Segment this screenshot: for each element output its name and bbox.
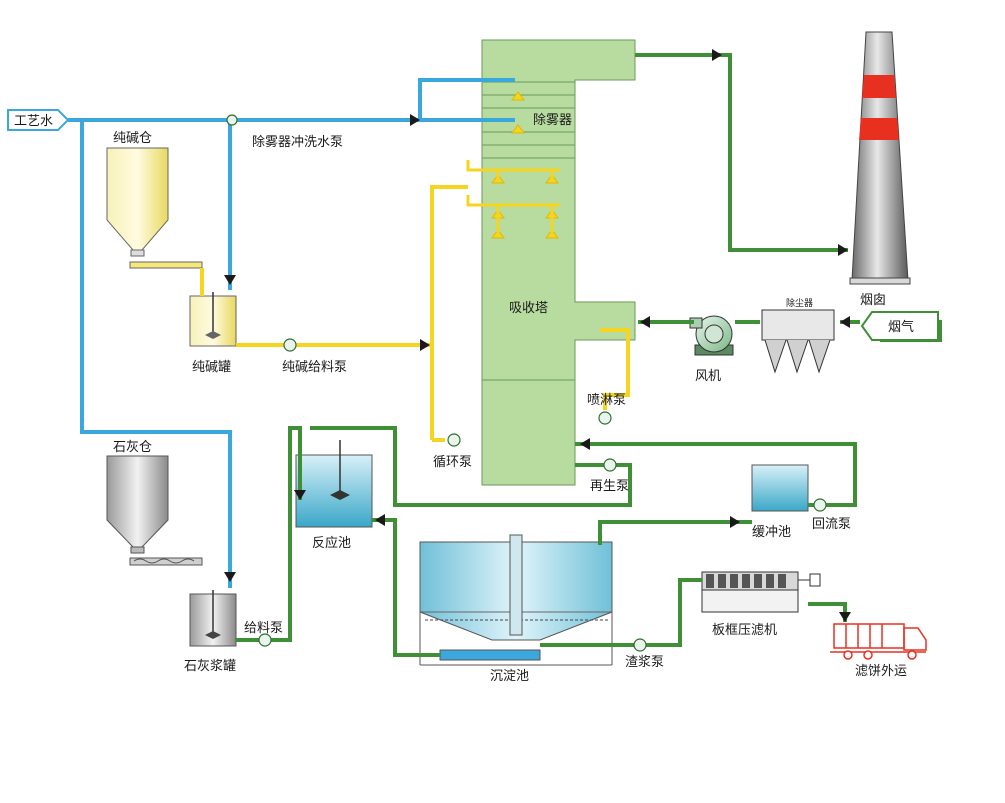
flue-gas-inlet bbox=[860, 311, 939, 341]
buffer-tank bbox=[751, 464, 809, 512]
label-feed-pump: 给料泵 bbox=[244, 621, 283, 636]
label-lime-silo: 石灰仓 bbox=[113, 440, 152, 455]
label-regen-pump: 再生泵 bbox=[590, 479, 629, 494]
fan bbox=[689, 315, 734, 356]
label-soda-feed-pump: 纯碱给料泵 bbox=[282, 360, 347, 375]
label-settling-tank: 沉淀池 bbox=[490, 669, 529, 684]
label-soda-silo: 纯碱仓 bbox=[113, 131, 152, 146]
spray-nozzles bbox=[491, 91, 559, 239]
label-demister: 除雾器 bbox=[533, 113, 572, 128]
label-absorber: 吸收塔 bbox=[509, 301, 548, 316]
process-water-inlet bbox=[7, 109, 70, 131]
chimney bbox=[849, 31, 911, 285]
label-dust-collector: 除尘器 bbox=[786, 297, 813, 309]
pump-icons bbox=[226, 114, 827, 652]
settling-tank bbox=[419, 534, 613, 666]
lime-tank bbox=[189, 590, 237, 647]
label-flue-gas: 烟气 bbox=[888, 319, 914, 335]
truck bbox=[830, 623, 927, 660]
reaction-tank bbox=[295, 440, 373, 528]
lime-silo bbox=[106, 455, 203, 566]
water-pipes bbox=[68, 78, 515, 588]
filter-press bbox=[701, 571, 821, 613]
soda-pipes bbox=[200, 185, 630, 442]
label-process-water: 工艺水 bbox=[14, 114, 53, 129]
label-mist-wash-pump: 除雾器冲洗水泵 bbox=[252, 135, 343, 150]
label-chimney: 烟囱 bbox=[860, 293, 886, 308]
label-cake-out: 滤饼外运 bbox=[855, 664, 907, 679]
soda-tank bbox=[189, 292, 237, 347]
label-filter-press: 板框压滤机 bbox=[712, 623, 777, 638]
label-return-pump: 回流泵 bbox=[812, 517, 851, 532]
absorber-tower bbox=[481, 39, 636, 486]
soda-silo bbox=[106, 147, 203, 269]
label-soda-tank: 纯碱罐 bbox=[192, 360, 231, 375]
label-lime-tank: 石灰浆罐 bbox=[184, 659, 236, 674]
label-buffer-tank: 缓冲池 bbox=[752, 525, 791, 540]
label-spray-pump: 喷淋泵 bbox=[587, 393, 626, 408]
label-slurry-pump: 渣浆泵 bbox=[625, 655, 664, 670]
label-reaction-tank: 反应池 bbox=[312, 535, 351, 551]
label-fan: 风机 bbox=[695, 369, 721, 384]
spray-header-lines bbox=[466, 160, 560, 232]
dust-collector bbox=[761, 309, 835, 374]
flow-arrows bbox=[224, 49, 851, 622]
label-circulation-pump: 循环泵 bbox=[433, 455, 472, 470]
